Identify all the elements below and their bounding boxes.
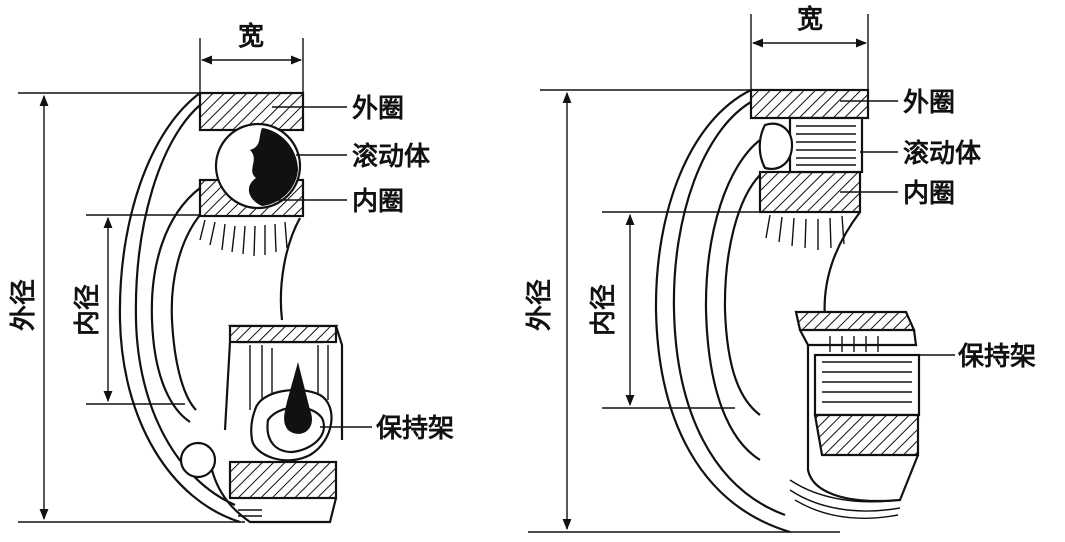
left-rolling-element-label: 滚动体	[352, 141, 431, 172]
right-outer-diameter-label: 外径	[525, 279, 555, 331]
left-outer-diameter-label: 外径	[9, 279, 39, 331]
right-inner-diameter-label: 内径	[589, 284, 619, 336]
right-rolling-element-label: 滚动体	[903, 138, 982, 169]
right-inner-ring-label: 内圈	[903, 179, 955, 209]
left-inner-ring-label: 内圈	[352, 187, 404, 217]
right-lower-section	[794, 310, 921, 502]
left-lower-section	[179, 324, 344, 524]
roller-bearing: 宽 外径 内径	[525, 4, 1036, 534]
right-inner-diameter-dimension: 内径	[589, 211, 760, 409]
left-outer-diameter-dimension: 外径	[9, 92, 245, 523]
right-outer-ring-section	[749, 88, 870, 120]
left-width-label: 宽	[238, 21, 264, 52]
right-width-label: 宽	[797, 4, 823, 35]
right-outer-ring-label: 外圈	[903, 88, 955, 118]
right-ring-body	[654, 89, 901, 534]
left-inner-diameter-label: 内径	[73, 284, 103, 336]
left-outer-ring-label: 外圈	[352, 94, 404, 124]
right-cage-label: 保持架	[957, 342, 1036, 372]
ball-bearing: 宽 外径 内径	[9, 21, 454, 524]
left-inner-diameter-dimension: 内径	[73, 214, 205, 405]
right-outer-diameter-dimension: 外径	[525, 89, 840, 533]
left-width-dimension: 宽	[199, 21, 304, 92]
left-cage-label: 保持架	[375, 414, 454, 444]
left-ball	[214, 122, 302, 210]
right-width-dimension: 宽	[750, 4, 869, 90]
right-callouts: 外圈 滚动体 内圈 保持架	[840, 88, 1036, 372]
left-callouts: 外圈 滚动体 内圈 保持架	[272, 94, 454, 444]
right-roller	[758, 116, 864, 174]
